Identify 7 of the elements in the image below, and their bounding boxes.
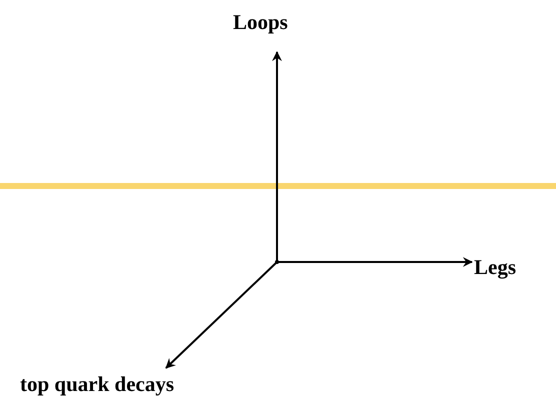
arrow <box>165 261 278 369</box>
arrow <box>272 51 282 262</box>
arrow <box>277 257 473 267</box>
axis-label: Legs <box>474 255 516 279</box>
origin-point <box>275 260 279 264</box>
axis-label: Loops <box>233 10 288 34</box>
axis-label: top quark decays <box>20 372 174 396</box>
